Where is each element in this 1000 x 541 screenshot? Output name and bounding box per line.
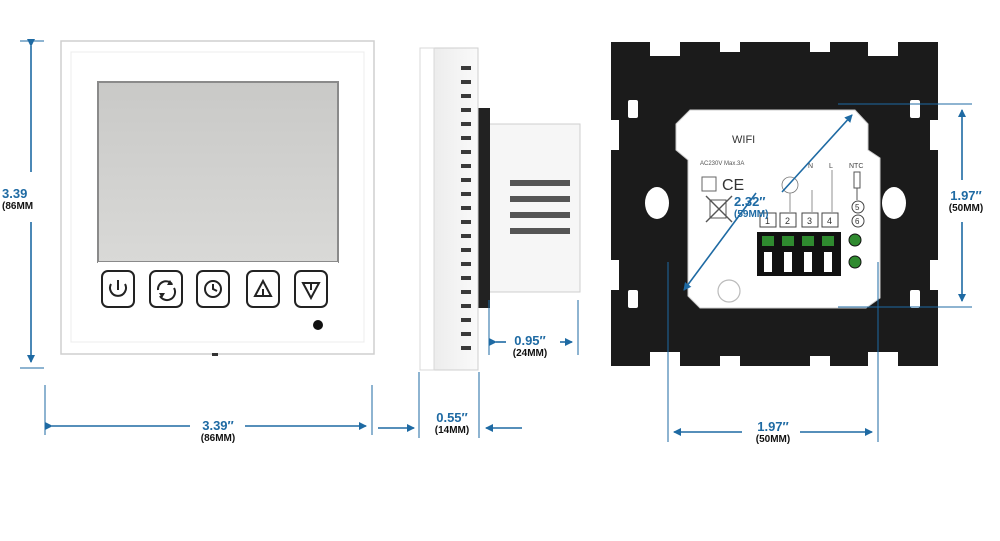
back-depth-label: 0.95″ (24MM) — [500, 333, 560, 359]
back-width-inches: 1.97″ — [757, 419, 789, 434]
terminal-number-boxes — [759, 212, 839, 228]
down-triangle-icon — [301, 282, 321, 301]
back-diagonal-dimension — [683, 114, 853, 291]
front-height-dimension — [20, 39, 44, 369]
back-height-mm: (50MM) — [948, 203, 984, 214]
front-width-inches: 3.39″ — [202, 418, 234, 433]
front-height-inches: 3.39 — [2, 186, 28, 201]
back-diagonal-mm: (59MM) — [734, 209, 769, 220]
plate-screw-hole-left — [645, 187, 669, 219]
terminal-n-label: N — [808, 163, 813, 170]
weee-bin-icon — [705, 195, 733, 223]
back-view: WIFI AC230V Max.3A CE 1 2 3 4 N L NTC — [611, 42, 938, 366]
power-icon — [109, 280, 127, 297]
front-width-dimension — [44, 385, 373, 435]
up-triangle-icon — [253, 278, 273, 297]
mode-button[interactable] — [149, 270, 183, 308]
ntc-symbol — [853, 171, 861, 200]
side-body-back — [487, 123, 581, 293]
pn-box-icon — [701, 176, 717, 192]
front-depth-label: 0.55″ (14MM) — [422, 410, 482, 436]
terminal-number-3: 3 — [807, 216, 812, 226]
terminal-number-2: 2 — [785, 216, 790, 226]
terminal-l-label: L — [829, 163, 833, 170]
front-depth-mm: (14MM) — [434, 425, 470, 436]
front-width-label: 3.39″ (86MM) — [178, 418, 258, 444]
back-width-dimension — [667, 262, 879, 442]
side-back-vents — [510, 180, 570, 234]
side-back-depth-dimension — [488, 300, 579, 355]
back-width-label: 1.97″ (50MM) — [742, 419, 804, 445]
spec-text: AC230V Max.3A — [700, 161, 744, 167]
side-front-face — [419, 47, 435, 371]
up-button[interactable] — [246, 270, 280, 308]
ntc-number-6: 6 — [855, 217, 860, 226]
bottom-notch — [212, 353, 218, 356]
side-view — [419, 47, 581, 371]
terminal-ntc-label: NTC — [849, 163, 863, 170]
wiring-diagram — [781, 170, 833, 212]
back-height-label: 1.97″ (50MM) — [936, 188, 996, 214]
back-height-dimension — [838, 103, 972, 308]
terminal-number-4: 4 — [827, 216, 832, 226]
front-height-mm: (86MM — [2, 201, 34, 212]
side-front-vents — [461, 66, 471, 350]
clock-button[interactable] — [196, 270, 230, 308]
back-height-inches: 1.97″ — [950, 188, 982, 203]
front-depth-inches: 0.55″ — [436, 410, 468, 425]
power-button[interactable] — [101, 270, 135, 308]
back-diagonal-label: 2.32″ (59MM) — [734, 194, 784, 220]
cycle-icon — [156, 280, 177, 302]
terminal-number-1: 1 — [765, 216, 770, 226]
side-front-depth-dimension — [378, 372, 522, 438]
back-diagonal-inches: 2.32″ — [734, 194, 766, 209]
ntc-terminal-screws — [848, 233, 862, 269]
front-view — [60, 40, 375, 356]
clock-icon — [204, 280, 222, 298]
ntc-number-5: 5 — [855, 203, 860, 212]
ce-mark: CE — [722, 177, 744, 194]
module-round-button — [717, 279, 741, 303]
wifi-label: WIFI — [732, 134, 755, 146]
plate-screw-hole-right — [882, 187, 906, 219]
terminal-block — [757, 232, 841, 276]
ntc-terminal-circles — [851, 200, 865, 228]
plate-cutouts — [611, 42, 938, 366]
front-panel-inner-bevel — [70, 51, 365, 343]
side-dark-flange — [476, 108, 490, 308]
back-width-mm: (50MM) — [755, 434, 791, 445]
sensor-dot — [313, 320, 323, 330]
front-width-mm: (86MM) — [200, 433, 236, 444]
lcd-screen — [97, 81, 339, 263]
back-depth-mm: (24MM) — [512, 348, 548, 359]
back-depth-inches: 0.95″ — [514, 333, 546, 348]
front-height-label: 3.39 (86MM — [2, 186, 48, 212]
down-button[interactable] — [294, 270, 328, 308]
